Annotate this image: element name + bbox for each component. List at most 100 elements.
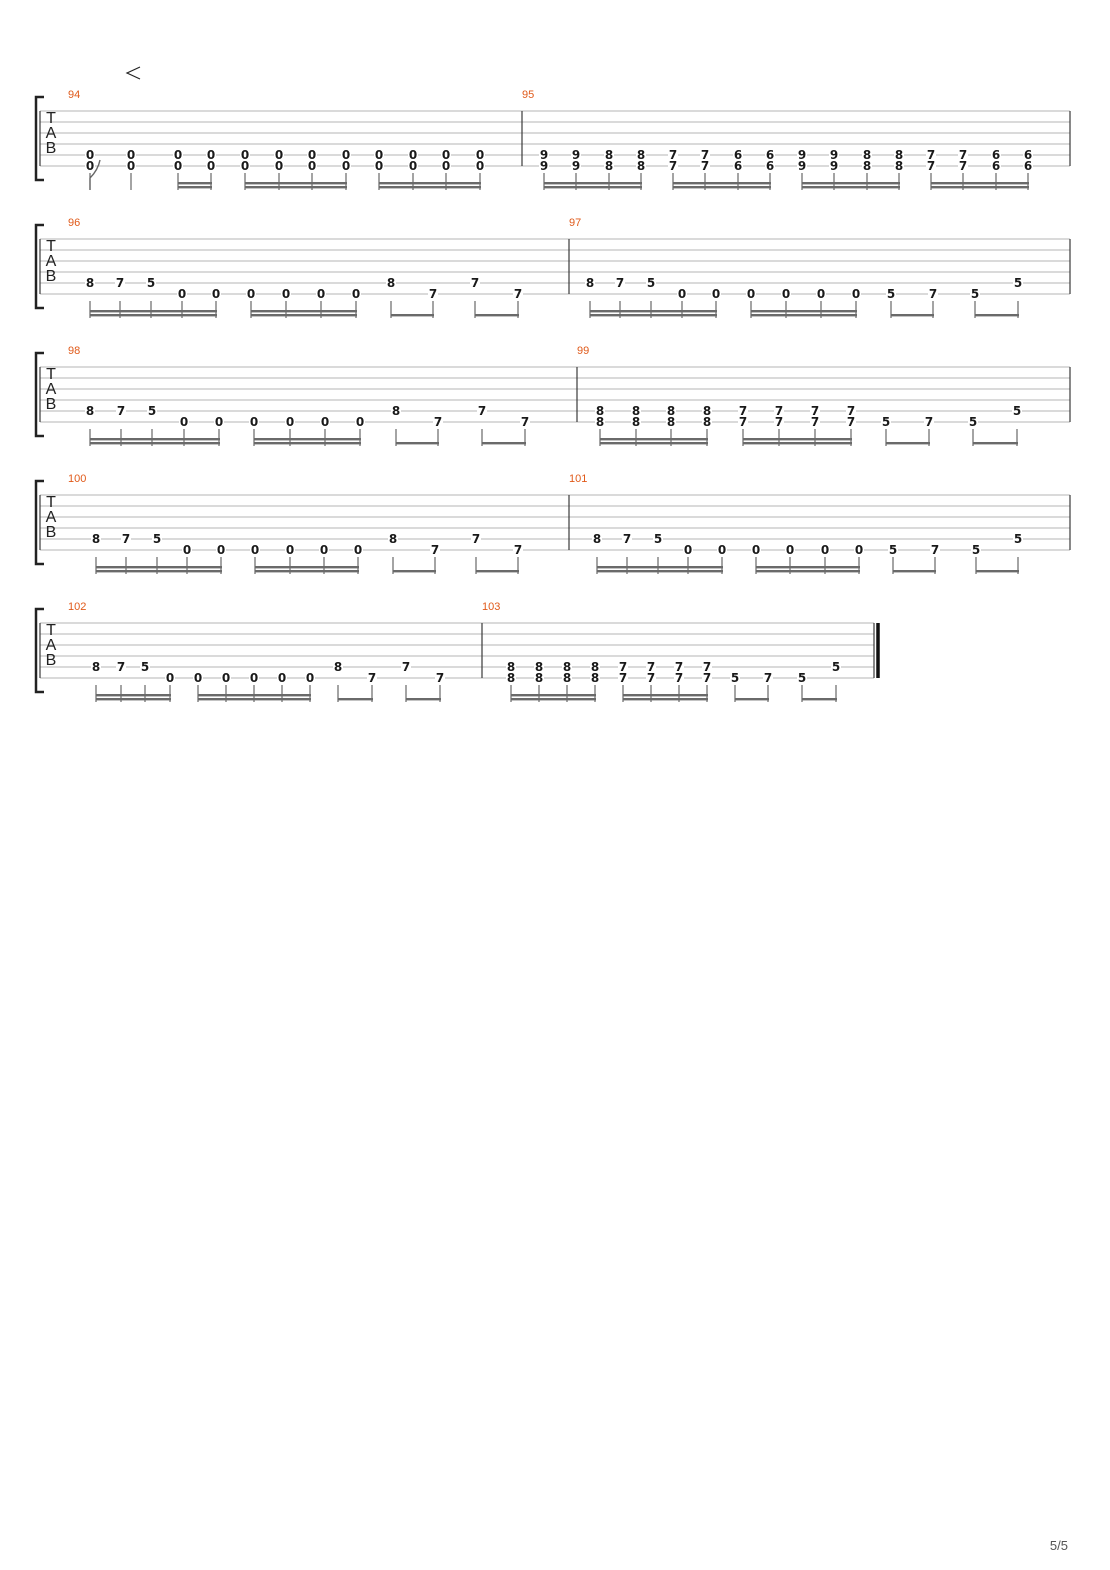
fret-number: 7 <box>703 671 711 685</box>
fret-number: 0 <box>354 543 362 557</box>
fret-number: 7 <box>122 532 130 546</box>
fret-backdrop <box>428 288 438 300</box>
fret-number: 9 <box>540 159 548 173</box>
fret-backdrop <box>116 661 126 673</box>
fret-backdrop <box>374 160 384 172</box>
fret-number: 0 <box>321 415 329 429</box>
fret-backdrop <box>333 661 343 673</box>
fret-backdrop <box>702 405 712 417</box>
fret-backdrop <box>774 416 784 428</box>
fret-backdrop <box>590 672 600 684</box>
beam <box>90 314 217 317</box>
beam <box>178 186 212 189</box>
fret-number: 8 <box>895 148 903 162</box>
fret-backdrop <box>666 416 676 428</box>
fret-number: 7 <box>929 287 937 301</box>
beam <box>975 314 1019 317</box>
fret-number: 0 <box>127 148 135 162</box>
fret-backdrop <box>475 149 485 161</box>
beam <box>90 310 217 313</box>
beam <box>756 566 860 569</box>
fret-number: 8 <box>667 415 675 429</box>
tab-system: TAB9400000000000000000000000095999988887… <box>34 89 1071 190</box>
fret-backdrop <box>881 416 891 428</box>
beam <box>475 314 519 317</box>
fret-backdrop <box>374 149 384 161</box>
fret-number: 5 <box>832 660 840 674</box>
fret-backdrop <box>971 544 981 556</box>
fret-number: 5 <box>731 671 739 685</box>
beam <box>743 442 852 445</box>
fret-backdrop <box>316 288 326 300</box>
fret-number: 5 <box>148 404 156 418</box>
fret-backdrop <box>353 544 363 556</box>
fret-backdrop <box>674 672 684 684</box>
fret-number: 7 <box>619 660 627 674</box>
fret-backdrop <box>765 160 775 172</box>
tab-clef-letter: B <box>46 652 57 669</box>
fret-number: 9 <box>830 159 838 173</box>
fret-number: 5 <box>1014 532 1022 546</box>
beam <box>544 182 642 185</box>
fret-backdrop <box>862 160 872 172</box>
fret-number: 7 <box>675 671 683 685</box>
beam <box>623 694 708 697</box>
measure-number: 99 <box>577 345 589 357</box>
fret-number: 7 <box>847 404 855 418</box>
fret-number: 8 <box>605 159 613 173</box>
fret-number: 7 <box>616 276 624 290</box>
beam <box>96 566 222 569</box>
beam <box>511 694 596 697</box>
fret-backdrop <box>968 416 978 428</box>
fret-number: 9 <box>572 159 580 173</box>
beam <box>482 442 526 445</box>
beam <box>931 182 1029 185</box>
fret-number: 0 <box>183 543 191 557</box>
fret-backdrop <box>862 149 872 161</box>
fret-backdrop <box>774 405 784 417</box>
fret-number: 8 <box>863 159 871 173</box>
fret-backdrop <box>216 544 226 556</box>
fret-backdrop <box>240 160 250 172</box>
fret-number: 7 <box>471 276 479 290</box>
fret-number: 0 <box>342 148 350 162</box>
fret-backdrop <box>991 160 1001 172</box>
fret-backdrop <box>604 149 614 161</box>
tab-clef-letter: T <box>46 238 56 255</box>
fret-backdrop <box>539 149 549 161</box>
fret-number: 0 <box>476 159 484 173</box>
fret-number: 0 <box>275 159 283 173</box>
fret-number: 0 <box>251 543 259 557</box>
fret-number: 0 <box>286 543 294 557</box>
fret-number: 7 <box>431 543 439 557</box>
fret-number: 0 <box>247 287 255 301</box>
fret-backdrop <box>471 533 481 545</box>
fret-backdrop <box>121 533 131 545</box>
fret-number: 7 <box>436 671 444 685</box>
fret-number: 0 <box>821 543 829 557</box>
measure-number: 103 <box>482 601 500 613</box>
fret-number: 8 <box>632 415 640 429</box>
tab-clef-letter: T <box>46 622 56 639</box>
beam <box>90 442 220 445</box>
tab-clef-letter: B <box>46 396 57 413</box>
beam <box>391 314 434 317</box>
fret-number: 0 <box>747 287 755 301</box>
fret-backdrop <box>717 544 727 556</box>
fret-number: 0 <box>752 543 760 557</box>
fret-number: 7 <box>925 415 933 429</box>
fret-number: 7 <box>623 532 631 546</box>
tab-clef-letter: T <box>46 366 56 383</box>
fret-backdrop <box>797 160 807 172</box>
fret-backdrop <box>738 405 748 417</box>
fret-backdrop <box>1012 405 1022 417</box>
fret-backdrop <box>785 544 795 556</box>
fret-number: 7 <box>959 148 967 162</box>
fret-number: 5 <box>1014 276 1022 290</box>
beam <box>597 570 723 573</box>
fret-number: 6 <box>1024 148 1032 162</box>
fret-backdrop <box>615 277 625 289</box>
